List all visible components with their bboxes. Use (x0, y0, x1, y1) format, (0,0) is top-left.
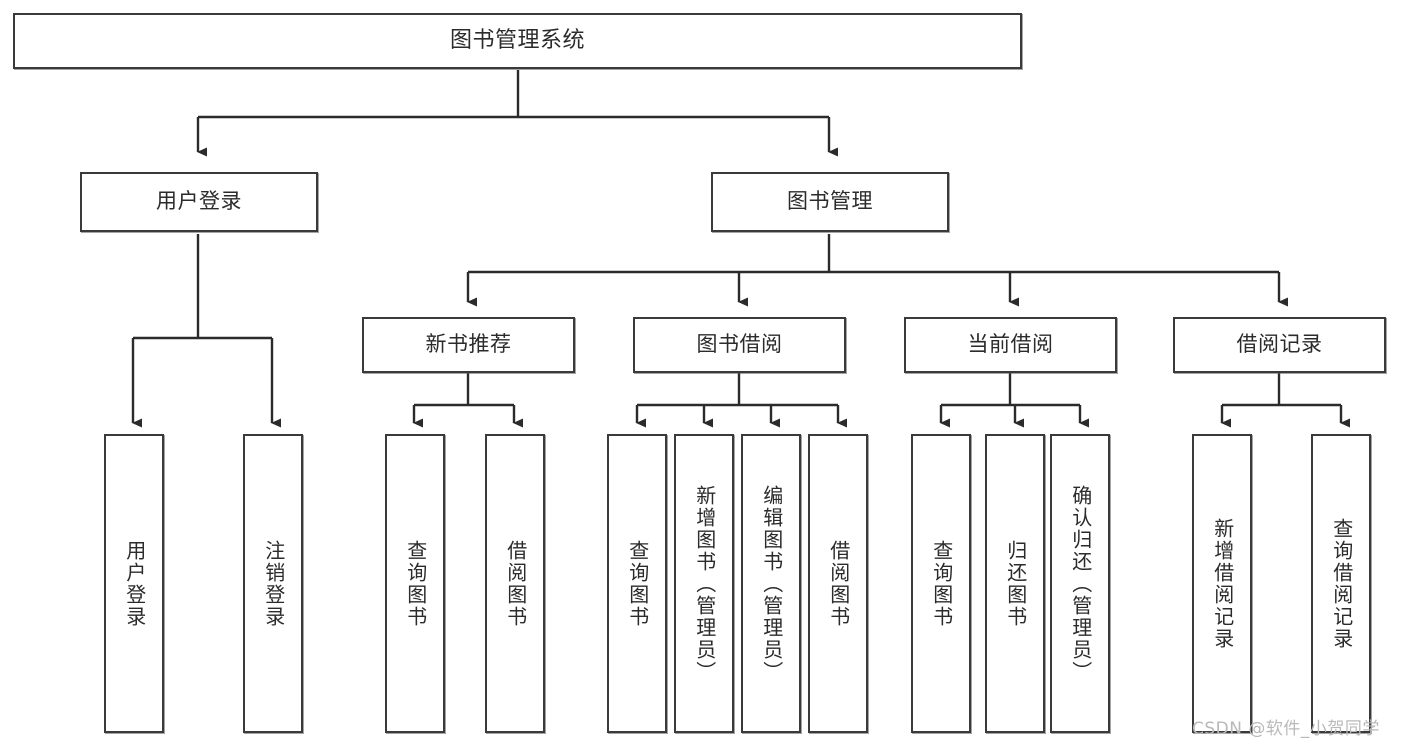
node-label: 借阅图书 (503, 539, 528, 628)
node-label: 图书借阅 (696, 332, 783, 357)
csdn-watermark: CSDN @软件_小贺同学 (1192, 719, 1380, 739)
leaf-query-book-bw[interactable]: 查询图书 (607, 434, 667, 733)
leaf-user-login[interactable]: 用户登录 (104, 434, 164, 733)
node-label: 查询借阅记录 (1329, 517, 1354, 650)
node-label: 编辑图书（管理员） (759, 484, 784, 683)
node-label: 当前借阅 (967, 332, 1054, 357)
node-label: 用户登录 (156, 189, 242, 214)
leaf-borrow-book-nb[interactable]: 借阅图书 (485, 434, 545, 733)
node-label: 用户登录 (122, 539, 147, 628)
node-label: 借阅记录 (1236, 332, 1323, 357)
leaf-logout[interactable]: 注销登录 (243, 434, 303, 733)
node-root-system[interactable]: 图书管理系统 (13, 13, 1022, 69)
node-label: 查询图书 (625, 539, 650, 628)
node-label: 图书管理 (787, 189, 873, 214)
node-user-login[interactable]: 用户登录 (80, 172, 318, 232)
node-borrow-records[interactable]: 借阅记录 (1173, 317, 1386, 373)
node-label: 归还图书 (1003, 539, 1028, 628)
leaf-confirm-return-admin[interactable]: 确认归还（管理员） (1050, 434, 1110, 733)
node-current-borrow[interactable]: 当前借阅 (904, 317, 1117, 373)
leaf-edit-book-admin[interactable]: 编辑图书（管理员） (741, 434, 801, 733)
node-book-borrow[interactable]: 图书借阅 (633, 317, 846, 373)
leaf-add-book-admin[interactable]: 新增图书（管理员） (674, 434, 734, 733)
node-label: 查询图书 (403, 539, 428, 628)
node-label: 确认归还（管理员） (1068, 484, 1093, 683)
node-label: 借阅图书 (826, 539, 851, 628)
node-label: 新增借阅记录 (1210, 517, 1235, 650)
leaf-query-book-nb[interactable]: 查询图书 (385, 434, 445, 733)
leaf-query-borrow-record[interactable]: 查询借阅记录 (1311, 434, 1371, 733)
leaf-query-book-cur[interactable]: 查询图书 (911, 434, 971, 733)
node-new-book-recommend[interactable]: 新书推荐 (362, 317, 575, 373)
leaf-add-borrow-record[interactable]: 新增借阅记录 (1192, 434, 1252, 733)
node-label: 新书推荐 (425, 332, 512, 357)
node-book-management[interactable]: 图书管理 (711, 172, 949, 232)
leaf-borrow-book-bw[interactable]: 借阅图书 (808, 434, 868, 733)
node-label: 图书管理系统 (449, 27, 585, 53)
leaf-return-book[interactable]: 归还图书 (985, 434, 1045, 733)
node-label: 新增图书（管理员） (692, 484, 717, 683)
node-label: 注销登录 (261, 539, 286, 628)
node-label: 查询图书 (929, 539, 954, 628)
